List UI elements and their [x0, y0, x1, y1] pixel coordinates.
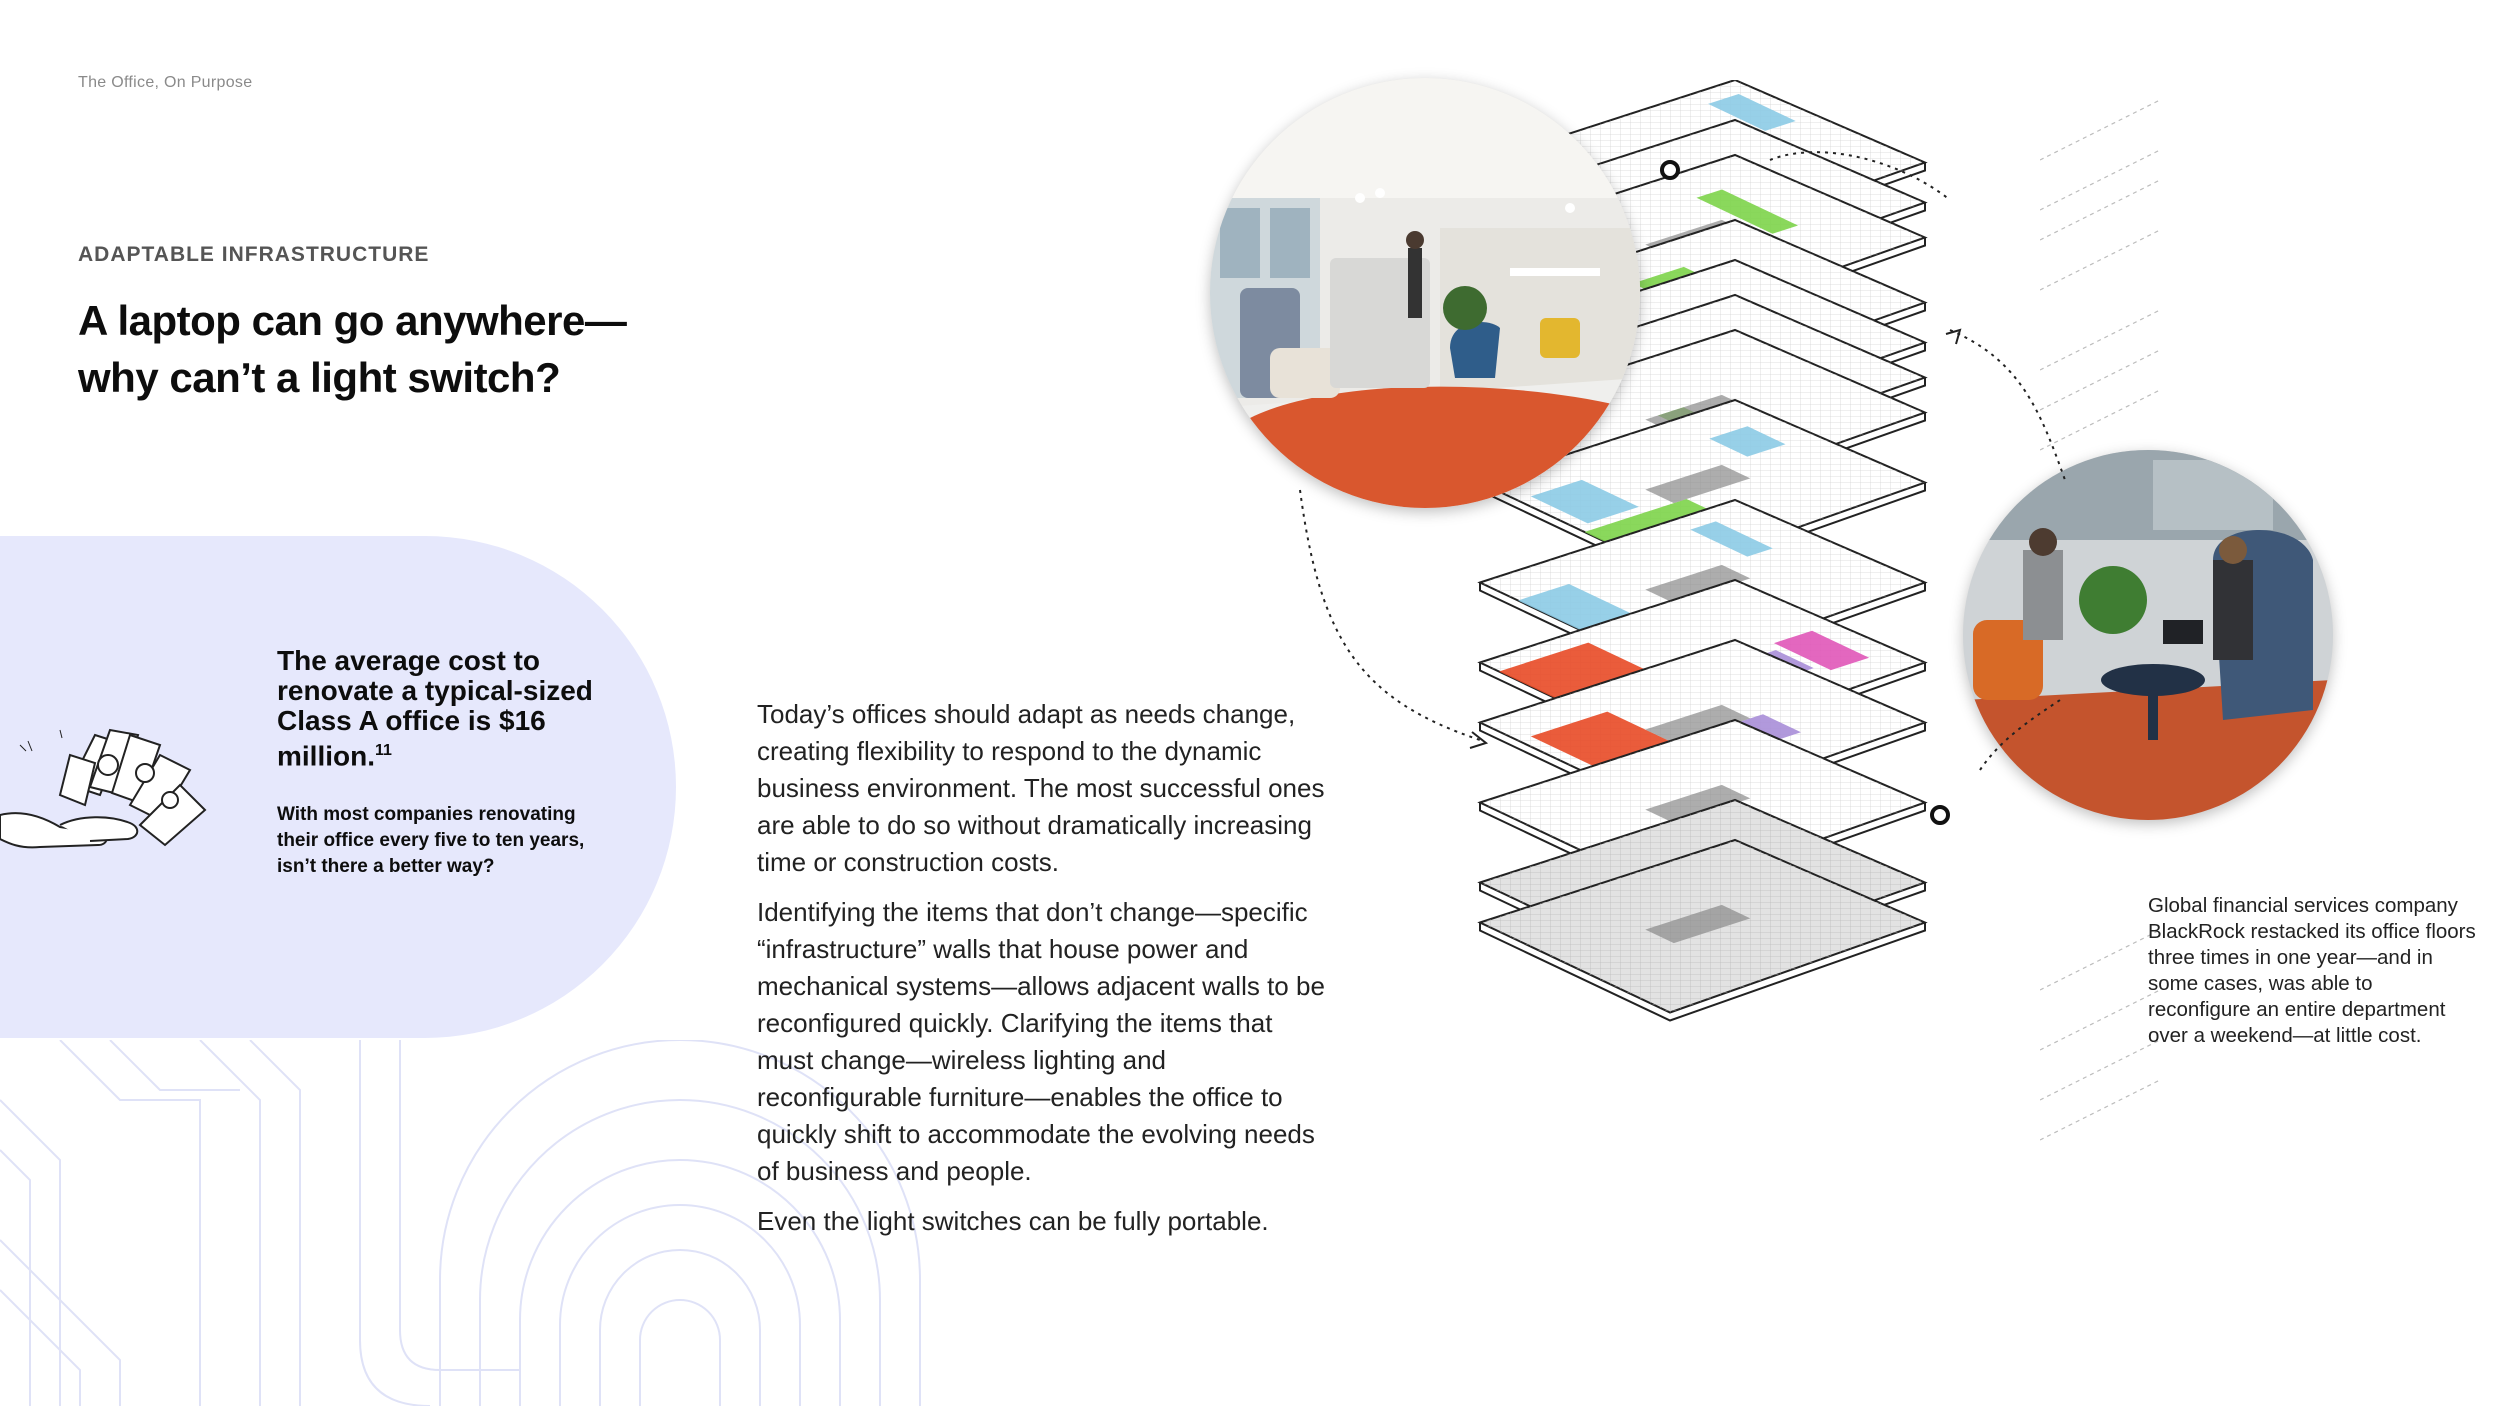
office-lounge-photo [1210, 78, 1640, 508]
body-copy: Today’s offices should adapt as needs ch… [757, 696, 1327, 1253]
headline-line-2: why can’t a light switch? [78, 354, 561, 401]
footnote-ref: 11 [375, 742, 392, 759]
money-in-hand-icon [0, 728, 207, 849]
floor-basement-2 [1477, 838, 1928, 1022]
level-callout-lines [2040, 99, 2160, 1141]
running-head: The Office, On Purpose [78, 74, 253, 91]
stat-lead: The average cost to renovate a typical-s… [277, 645, 607, 772]
body-paragraph-3: Even the light switches can be fully por… [757, 1206, 1269, 1236]
page-title: A laptop can go anywhere— why can’t a li… [78, 292, 698, 406]
stat-subtext: With most companies renovating their off… [277, 804, 585, 877]
office-lounge-illustration [1210, 78, 1640, 508]
body-paragraph-2: Identifying the items that don’t change—… [757, 897, 1325, 1186]
section-eyebrow: ADAPTABLE INFRASTRUCTURE [78, 243, 430, 266]
headline-line-1: A laptop can go anywhere— [78, 297, 627, 344]
body-paragraph-1: Today’s offices should adapt as needs ch… [757, 699, 1325, 877]
decorative-line-pattern [0, 1040, 921, 1406]
illustration-caption: Global financial services company BlackR… [2148, 894, 2476, 1047]
stat-lead-text: The average cost to renovate a typical-s… [277, 645, 593, 772]
